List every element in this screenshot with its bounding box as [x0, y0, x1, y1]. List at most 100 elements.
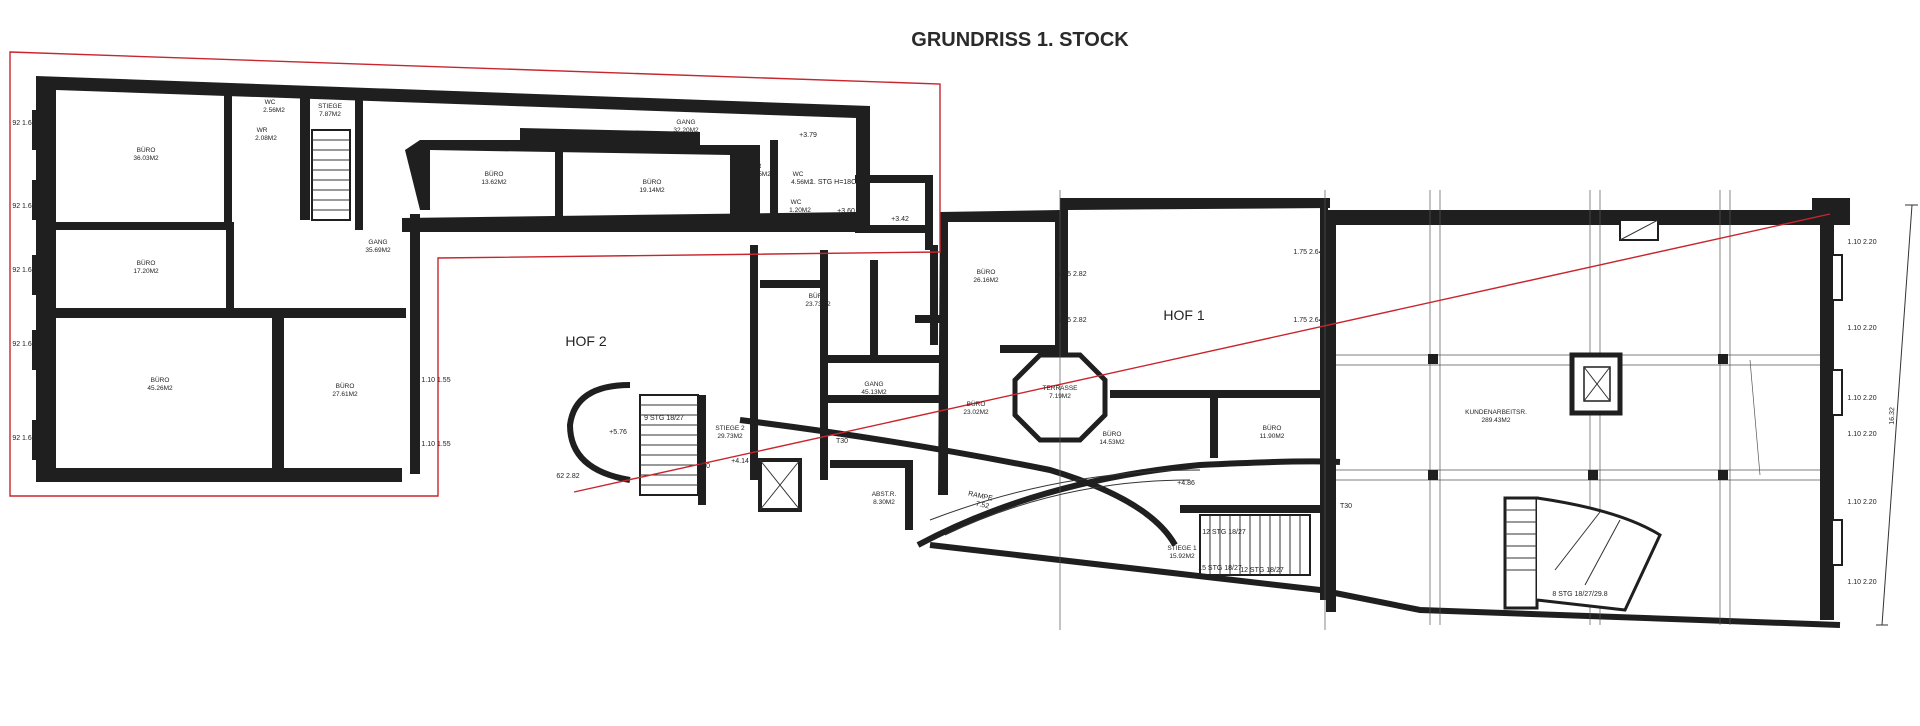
svg-text:WR: WR [751, 163, 762, 170]
svg-text:36.03M2: 36.03M2 [133, 155, 159, 162]
svg-text:BÜRO: BÜRO [1103, 430, 1122, 438]
room-kundenarbeitsraum: KUNDENARBEITSR.289.43M2 [1465, 409, 1527, 424]
west-stair [311, 129, 351, 221]
svg-text:STIEGE 2: STIEGE 2 [715, 425, 745, 432]
svg-text:BÜRO: BÜRO [137, 259, 156, 267]
central-block [566, 198, 1841, 628]
svg-text:STIEGE 1: STIEGE 1 [1167, 545, 1197, 552]
dimension-label: 1.10 2.20 [1847, 239, 1876, 246]
east-hall [1059, 190, 1918, 630]
svg-text:45.13M2: 45.13M2 [861, 389, 887, 396]
svg-text:BÜRO: BÜRO [485, 170, 504, 178]
svg-text:13.62M2: 13.62M2 [481, 179, 507, 186]
stair-step-note: 12 STG 18/27 [1202, 529, 1246, 536]
level-mark: +4.86 [1177, 480, 1195, 487]
dimension-label: 1.10 2.20 [1847, 431, 1876, 438]
svg-text:23.02M2: 23.02M2 [963, 409, 989, 416]
svg-text:ABST.R.: ABST.R. [872, 491, 897, 498]
svg-text:GANG: GANG [864, 381, 883, 388]
svg-text:7.19M2: 7.19M2 [1049, 393, 1071, 400]
svg-text:17.20M2: 17.20M2 [133, 268, 159, 275]
svg-text:2.56M2: 2.56M2 [263, 107, 285, 114]
room-stiege-2: STIEGE 229.73M2 [715, 425, 745, 440]
dimension-label: 92 1.60 [12, 203, 35, 210]
room-wc-3: WC1.20M2 [789, 199, 811, 214]
room-wr-2: WR5.75M2 [749, 163, 771, 178]
svg-text:289.43M2: 289.43M2 [1482, 417, 1511, 424]
dimension-label: 1.10 2.20 [1847, 579, 1876, 586]
stair-step-note: 9 STG 18/27 [644, 415, 684, 422]
svg-text:14.53M2: 14.53M2 [1099, 439, 1125, 446]
dimension-label: 1.75 2.64 [1293, 317, 1322, 324]
dimension-label: 62 2.82 [556, 473, 579, 480]
level-mark: +3.79 [799, 132, 817, 139]
svg-text:WC: WC [791, 199, 802, 206]
svg-text:11.90M2: 11.90M2 [1260, 433, 1285, 440]
dimension-label: 92 1.60 [12, 267, 35, 274]
svg-text:WC: WC [265, 99, 276, 106]
svg-text:BÜRO: BÜRO [336, 382, 355, 390]
svg-text:GANG: GANG [368, 239, 387, 246]
dimension-label: 16.32 [1889, 407, 1897, 425]
level-mark: +4.14 [731, 458, 749, 465]
svg-text:29.73M2: 29.73M2 [717, 433, 743, 440]
level-marks: +3.79 +3.60 +3.42 +5.76 +4.14 +4.86 [609, 132, 1195, 487]
svg-text:1.20M2: 1.20M2 [789, 207, 811, 214]
svg-text:BÜRO: BÜRO [809, 292, 828, 300]
stair-note: 1. STG H=18CM [810, 179, 862, 186]
dimension-label: 1.25 2.82 [1057, 317, 1086, 324]
west-wing [32, 76, 933, 482]
room-abstellraum: ABST.R.8.30M2 [872, 491, 897, 506]
door-note: T30 [698, 463, 710, 470]
level-mark: +3.60 [837, 208, 855, 215]
plan-title: GRUNDRISS 1. STOCK [911, 29, 1129, 51]
svg-text:STIEGE: STIEGE [318, 103, 343, 110]
dimension-label: 1.10 1.55 [421, 441, 450, 448]
svg-text:TERRASSE: TERRASSE [1042, 385, 1078, 392]
svg-text:BÜRO: BÜRO [137, 146, 156, 154]
dimension-label: 1.10 2.20 [1847, 499, 1876, 506]
svg-text:5.75M2: 5.75M2 [749, 171, 771, 178]
svg-text:BÜRO: BÜRO [643, 178, 662, 186]
svg-text:19.14M2: 19.14M2 [639, 187, 665, 194]
dimension-label: 92 1.60 [12, 435, 35, 442]
svg-text:KUNDENARBEITSR.: KUNDENARBEITSR. [1465, 409, 1527, 416]
svg-text:23.73M2: 23.73M2 [805, 301, 831, 308]
dimension-label: 92 1.60 [12, 341, 35, 348]
svg-text:BÜRO: BÜRO [151, 376, 170, 384]
svg-text:7.87M2: 7.87M2 [319, 111, 341, 118]
svg-text:BÜRO: BÜRO [977, 268, 996, 276]
svg-text:2.08M2: 2.08M2 [255, 135, 277, 142]
svg-text:BÜRO: BÜRO [1263, 424, 1282, 432]
svg-text:35.69M2: 35.69M2 [365, 247, 391, 254]
courtyard-hof-1: HOF 1 [1163, 307, 1204, 323]
door-note: T30 [836, 438, 848, 445]
svg-text:WR: WR [257, 127, 268, 134]
svg-text:GANG: GANG [676, 119, 695, 126]
svg-text:BÜRO: BÜRO [967, 400, 986, 408]
svg-text:4.56M2: 4.56M2 [791, 179, 813, 186]
svg-text:WC: WC [793, 171, 804, 178]
stair-step-note: 15 STG 18/27 [1198, 565, 1242, 572]
dimension-label: 92 1.60 [12, 120, 35, 127]
central-walls [938, 198, 1330, 495]
level-mark: +5.76 [609, 429, 627, 436]
room-wc-2: WC4.56M2 [791, 171, 813, 186]
svg-text:27.61M2: 27.61M2 [332, 391, 358, 398]
dimension-label: 1.25 2.82 [1057, 271, 1086, 278]
room-stiege-1: STIEGE 115.92M2 [1167, 545, 1197, 560]
